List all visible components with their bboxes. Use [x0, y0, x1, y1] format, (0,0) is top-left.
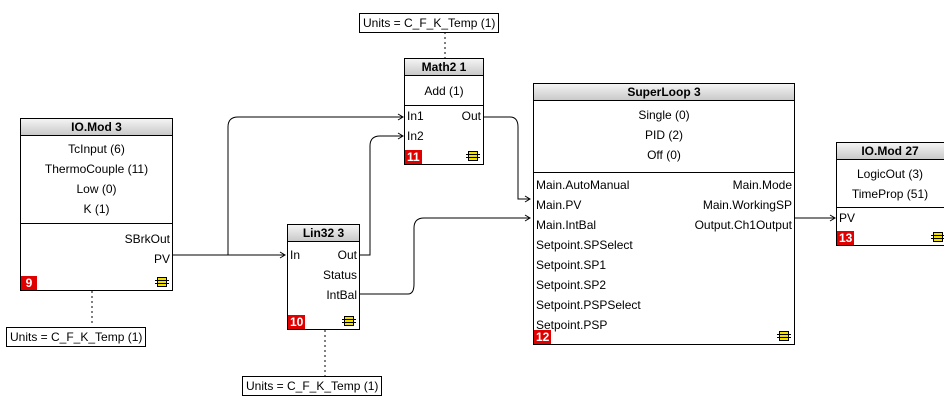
chip-icon [777, 331, 791, 341]
superloop-input-setpoint-sp2[interactable]: Setpoint.SP2 [536, 278, 607, 292]
chip-icon [466, 151, 480, 161]
superloop-input-setpoint-spselect[interactable]: Setpoint.SPSelect [536, 238, 633, 252]
math2-block-number: 11 [405, 150, 422, 164]
math2-output-out[interactable]: Out [461, 109, 481, 123]
superloop-param-1: PID (2) [644, 128, 683, 142]
math2-title: Math2 1 [405, 59, 483, 76]
superloop-block-number: 12 [534, 330, 552, 344]
chip-icon [931, 232, 944, 242]
units-label-lin32: Units = C_F_K_Temp (1) [242, 376, 383, 396]
superloop-block[interactable]: SuperLoop 3 Single (0) PID (2) Off (0) M… [533, 83, 795, 345]
superloop-input-setpoint-psp[interactable]: Setpoint.PSP [536, 318, 608, 332]
iomod3-param-3: K (1) [83, 202, 110, 216]
lin32-output-out[interactable]: Out [337, 248, 357, 262]
lin32-title: Lin32 3 [288, 225, 359, 242]
superloop-input-main-automanual[interactable]: Main.AutoManual [536, 178, 630, 192]
chip-icon [155, 277, 169, 287]
iomod3-block-number: 9 [21, 276, 37, 290]
iomod3-output-sbrkout[interactable]: SBrkOut [124, 232, 170, 246]
superloop-title: SuperLoop 3 [534, 84, 794, 101]
chip-icon [342, 316, 356, 326]
math2-input-in1[interactable]: In1 [407, 109, 424, 123]
iomod3-block[interactable]: IO.Mod 3 TcInput (6) ThermoCouple (11) L… [20, 118, 173, 291]
superloop-param-0: Single (0) [638, 108, 690, 122]
superloop-param-2: Off (0) [647, 148, 681, 162]
iomod3-param-1: ThermoCouple (11) [44, 162, 149, 176]
superloop-output-main-workingsp[interactable]: Main.WorkingSP [702, 198, 792, 212]
units-label-math2: Units = C_F_K_Temp (1) [359, 13, 500, 33]
lin32-input-in[interactable]: In [290, 248, 301, 262]
superloop-input-setpoint-sp1[interactable]: Setpoint.SP1 [536, 258, 607, 272]
lin32-block-number: 10 [288, 315, 306, 329]
iomod3-output-pv[interactable]: PV [153, 252, 170, 266]
iomod27-param-1: TimeProp (51) [851, 187, 929, 201]
superloop-input-setpoint-pspselect[interactable]: Setpoint.PSPSelect [536, 298, 641, 312]
iomod3-title: IO.Mod 3 [21, 119, 172, 136]
math2-param-0: Add (1) [424, 84, 464, 98]
lin32-block[interactable]: Lin32 3 In Out Status IntBal 10 [287, 224, 360, 330]
iomod3-param-2: Low (0) [76, 182, 117, 196]
superloop-output-main-mode[interactable]: Main.Mode [732, 178, 792, 192]
math2-input-in2[interactable]: In2 [407, 129, 424, 143]
iomod3-param-0: TcInput (6) [68, 142, 125, 156]
superloop-output-ch1output[interactable]: Output.Ch1Output [694, 218, 792, 232]
iomod27-param-0: LogicOut (3) [856, 167, 924, 181]
iomod27-block-number: 13 [837, 231, 855, 245]
lin32-output-status[interactable]: Status [322, 268, 357, 282]
iomod27-input-pv[interactable]: PV [839, 211, 856, 225]
math2-block[interactable]: Math2 1 Add (1) In1 Out In2 11 [404, 58, 484, 165]
iomod27-block[interactable]: IO.Mod 27 LogicOut (3) TimeProp (51) PV … [836, 142, 944, 246]
superloop-input-main-intbal[interactable]: Main.IntBal [536, 218, 597, 232]
lin32-output-intbal[interactable]: IntBal [326, 288, 357, 302]
iomod27-title: IO.Mod 27 [837, 143, 944, 160]
superloop-input-main-pv[interactable]: Main.PV [536, 198, 582, 212]
units-label-iomod3: Units = C_F_K_Temp (1) [6, 327, 147, 347]
